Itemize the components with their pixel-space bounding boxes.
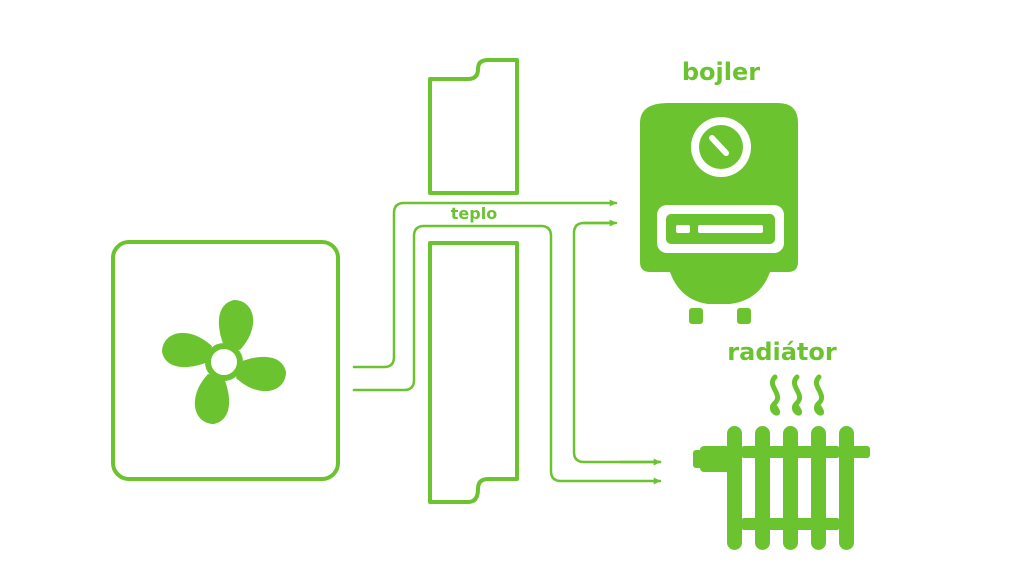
pipe-to-radiator-upper bbox=[352, 224, 662, 485]
heat-pump-unit bbox=[111, 240, 340, 481]
wall bbox=[428, 58, 519, 504]
boiler-label: bojler bbox=[682, 58, 760, 86]
wall-lower bbox=[428, 241, 519, 504]
heat-label: teplo bbox=[451, 204, 497, 223]
wall-upper bbox=[428, 58, 519, 195]
heat-pipes bbox=[352, 199, 662, 485]
pipe-to-boiler-upper bbox=[352, 199, 618, 369]
heat-waves-icon bbox=[769, 374, 825, 416]
boiler-icon bbox=[640, 103, 798, 324]
radiator-label: radiátor bbox=[727, 338, 837, 366]
radiator-icon bbox=[693, 426, 870, 550]
fan-icon bbox=[162, 300, 286, 424]
pipe-to-boiler-lower bbox=[572, 221, 662, 464]
